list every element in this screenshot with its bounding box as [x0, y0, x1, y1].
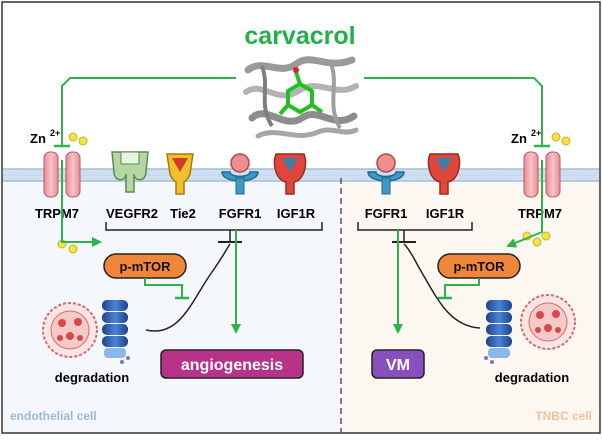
left-inhibition-line — [61, 77, 236, 146]
trpm7-channel-left — [43, 151, 81, 198]
degradation-label-left: degradation — [55, 370, 129, 385]
svg-text:2+: 2+ — [531, 128, 541, 138]
lysosome-icon-left — [42, 302, 98, 358]
svg-text:angiogenesis: angiogenesis — [181, 357, 283, 374]
svg-text:Zn: Zn — [30, 131, 46, 146]
left-receptor-bracket — [105, 222, 323, 231]
receptor-label-igf1r-left: IGF1R — [277, 206, 316, 221]
fgfr1-receptor-icon-right — [367, 153, 405, 195]
tie2-receptor-icon — [166, 153, 194, 195]
degradation-label-right: degradation — [495, 370, 569, 385]
right-degradation-inhibition-curve — [403, 243, 481, 329]
right-mtor-inhibition-line — [444, 278, 480, 298]
right-inhibition-line — [364, 77, 543, 146]
p-mtor-node-right: p-mTOR — [437, 253, 521, 279]
receptor-label-fgfr1-right: FGFR1 — [365, 206, 408, 221]
svg-text:p-mTOR: p-mTOR — [119, 259, 171, 274]
proteasome-icon-right — [484, 300, 512, 364]
proteasome-icon-left — [102, 300, 130, 364]
left-degradation-inhibition-curve — [145, 243, 231, 332]
receptor-label-tie2: Tie2 — [170, 206, 196, 221]
lysosome-icon-right — [520, 294, 576, 350]
tnbc-cell-label: TNBC cell — [535, 409, 592, 423]
svg-text:2+: 2+ — [50, 128, 60, 138]
igf1r-receptor-icon-right — [427, 153, 461, 195]
right-zinc-to-mtor-arrow — [506, 160, 543, 248]
vm-node: VM — [371, 349, 425, 379]
svg-text:VM: VM — [386, 357, 410, 374]
svg-text:p-mTOR: p-mTOR — [453, 259, 505, 274]
trpm7-label-right: TRPM7 — [518, 206, 562, 221]
left-mtor-inhibition-line — [144, 278, 183, 298]
trpm7-channel-right — [523, 151, 561, 198]
angiogenesis-node: angiogenesis — [160, 349, 304, 379]
endothelial-cell-label: endothelial cell — [10, 409, 97, 423]
svg-text:Zn: Zn — [511, 131, 527, 146]
receptor-label-fgfr1-left: FGFR1 — [219, 206, 262, 221]
receptor-label-vegfr2: VEGFR2 — [106, 206, 158, 221]
zinc-label-right: Zn 2+ — [511, 128, 541, 146]
trpm7-label-left: TRPM7 — [35, 206, 79, 221]
ligand-icon — [278, 71, 324, 116]
diagram-title: carvacrol — [244, 22, 355, 50]
vegfr2-receptor-icon — [111, 151, 149, 193]
igf1r-receptor-icon-left — [273, 153, 307, 195]
docking-structure-image — [240, 52, 362, 145]
receptor-label-igf1r-right: IGF1R — [426, 206, 465, 221]
zinc-label-left: Zn 2+ — [30, 128, 60, 146]
fgfr1-receptor-icon-left — [221, 153, 259, 195]
left-zinc-to-mtor-arrow — [61, 160, 102, 247]
p-mtor-node-left: p-mTOR — [103, 253, 187, 279]
right-receptor-bracket — [357, 222, 473, 231]
